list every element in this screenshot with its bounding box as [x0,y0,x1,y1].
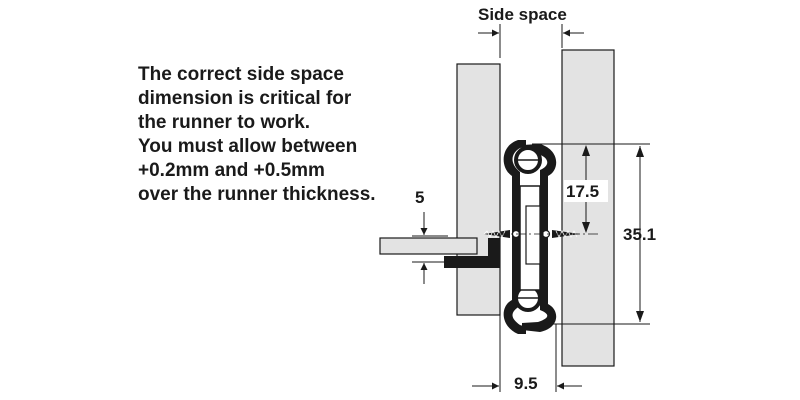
side-space-label: Side space [478,5,567,24]
half-height-value: 17.5 [566,182,599,201]
runner-height-arrow-top [636,146,644,157]
half-height-label-bg [564,180,608,202]
cabinet-side-panel [561,49,615,367]
drawer-screw-thread [483,230,506,238]
drawer-bottom-bracket [444,256,500,268]
drawer-screw [484,230,510,238]
note-line-5: +0.2mm and +0.5mm [138,160,325,181]
half-height-arrow-top [582,145,590,156]
shelf-thickness-value: 5 [415,188,424,207]
runner-height-arrow-bottom [636,311,644,322]
runner-width-dimension: 9.5 [472,268,582,393]
drawer-side-panel [456,63,501,316]
ball-bearing-runner [503,140,557,334]
shelf-thickness-dimension: 5 [412,188,448,284]
half-height-dimension: 17.5 [532,143,650,233]
note-line-1: The correct side space [138,64,344,85]
runner-outer-member [522,144,557,332]
runner-height-value: 35.1 [623,225,656,244]
bracket-upright [488,238,500,268]
drawer-bottom [379,237,500,268]
runner-web-inner [525,205,541,265]
side-space-dimension: Side space [478,5,584,58]
instruction-note: The correct side space dimension is crit… [138,64,376,205]
note-line-3: the runner to work. [138,112,310,133]
half-height-arrow-bottom [582,222,590,233]
note-line-2: dimension is critical for [138,88,352,109]
note-line-4: You must allow between [138,136,357,157]
runner-width-value: 9.5 [514,374,538,393]
drawer-bottom-board [379,237,478,255]
note-line-6: over the runner thickness. [138,184,376,205]
runner-height-dimension: 35.1 [532,146,656,325]
